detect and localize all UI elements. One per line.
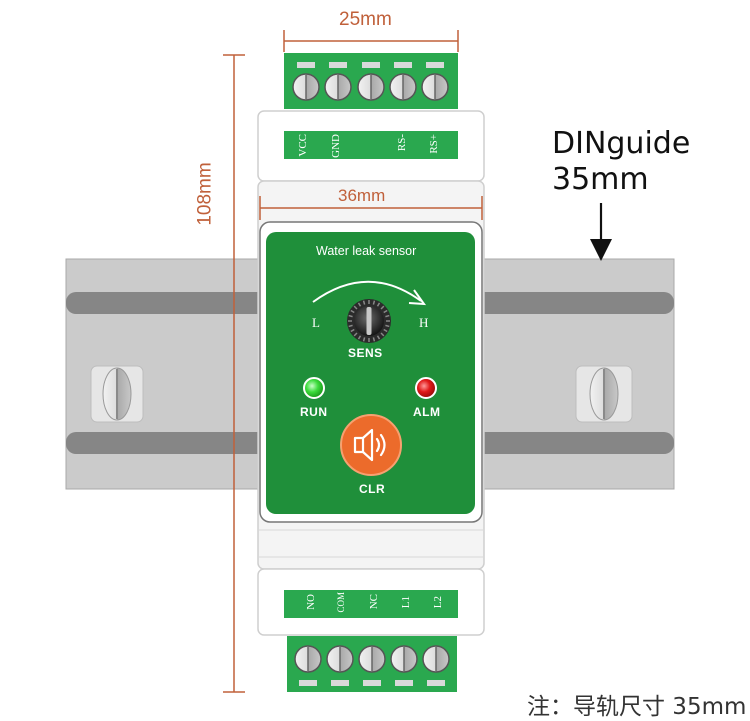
knob-tooth <box>376 302 381 307</box>
knob-tooth <box>362 300 366 305</box>
clear-label: CLR <box>359 482 386 496</box>
dimension-top-width <box>283 30 459 52</box>
din-rail-label-line2: 35mm <box>552 162 649 197</box>
front-panel <box>259 221 483 523</box>
dimension-height <box>223 54 245 693</box>
terminal-label-rs-plus: RS+ <box>428 134 440 154</box>
top-terminal-screw-5 <box>421 62 449 101</box>
knob-tooth <box>362 337 366 342</box>
top-terminal-block <box>284 53 458 159</box>
bottom-terminal-screw-3 <box>358 645 386 686</box>
knob-tooth <box>353 332 358 337</box>
knob-high-label: H <box>419 315 429 330</box>
bottom-terminal-screw-5 <box>422 645 450 686</box>
bottom-terminal-label-strip <box>284 590 458 618</box>
run-label: RUN <box>300 405 328 419</box>
bottom-terminal-block <box>284 590 458 692</box>
terminal-label-com: COM <box>336 592 346 613</box>
rail-slot-left <box>90 365 144 423</box>
knob-label: SENS <box>348 346 383 360</box>
clear-button[interactable] <box>340 414 402 476</box>
knob-tooth <box>376 335 381 340</box>
dimension-body-width <box>259 196 483 220</box>
bottom-terminal-screw-4 <box>390 645 418 686</box>
knob-tooth <box>372 300 376 305</box>
knob-tooth <box>385 314 390 318</box>
top-terminal-screw-1 <box>292 62 320 101</box>
terminal-label-gnd: GND <box>330 134 342 158</box>
din-rail-label-line1: DINguide <box>552 126 691 161</box>
bottom-terminal-screw-1 <box>294 645 322 686</box>
alarm-led <box>415 377 437 399</box>
knob-tooth <box>372 337 376 342</box>
rail-slot-right <box>575 365 633 423</box>
terminal-label-nc: NC <box>368 594 380 610</box>
dimension-height-label: 108mm <box>194 162 216 226</box>
knob-tooth <box>385 324 390 328</box>
knob-tooth <box>383 309 388 314</box>
alarm-label: ALM <box>413 405 441 419</box>
top-terminal-screw-2 <box>324 62 352 101</box>
dimension-body-width-label: 36mm <box>338 186 386 205</box>
dimension-top-width-label: 25mm <box>339 9 392 30</box>
top-terminal-screw-4 <box>389 62 417 101</box>
knob-tooth <box>380 332 385 337</box>
terminal-label-l1: L1 <box>400 596 412 609</box>
knob-tooth <box>357 335 362 340</box>
run-led <box>303 377 325 399</box>
knob-tooth <box>380 305 385 310</box>
knob-tooth <box>348 314 353 318</box>
knob-tooth <box>348 324 353 328</box>
knob-tooth <box>350 328 355 333</box>
knob-tooth <box>357 302 362 307</box>
speaker-icon <box>353 428 386 462</box>
top-terminal-screw-3 <box>357 62 385 101</box>
din-rail-label: DINguide 35mm <box>552 126 690 198</box>
terminal-label-no: NO <box>305 594 317 610</box>
knob-low-label: L <box>312 315 320 330</box>
terminal-label-vcc: VCC <box>297 134 309 157</box>
knob-tooth <box>353 305 358 310</box>
panel-title: Water leak sensor <box>316 244 417 258</box>
curved-arrow-icon <box>312 280 422 303</box>
top-terminal-label-strip <box>284 131 458 159</box>
bottom-terminal-screw-2 <box>326 645 354 686</box>
knob-tooth <box>350 309 355 314</box>
footnote: 注：导轨尺寸 35mm <box>527 694 747 720</box>
terminal-label-rs-minus: RS- <box>396 134 408 152</box>
knob-tooth <box>383 328 388 333</box>
sensitivity-knob[interactable] <box>347 299 391 343</box>
terminal-label-l2: L2 <box>432 596 444 609</box>
